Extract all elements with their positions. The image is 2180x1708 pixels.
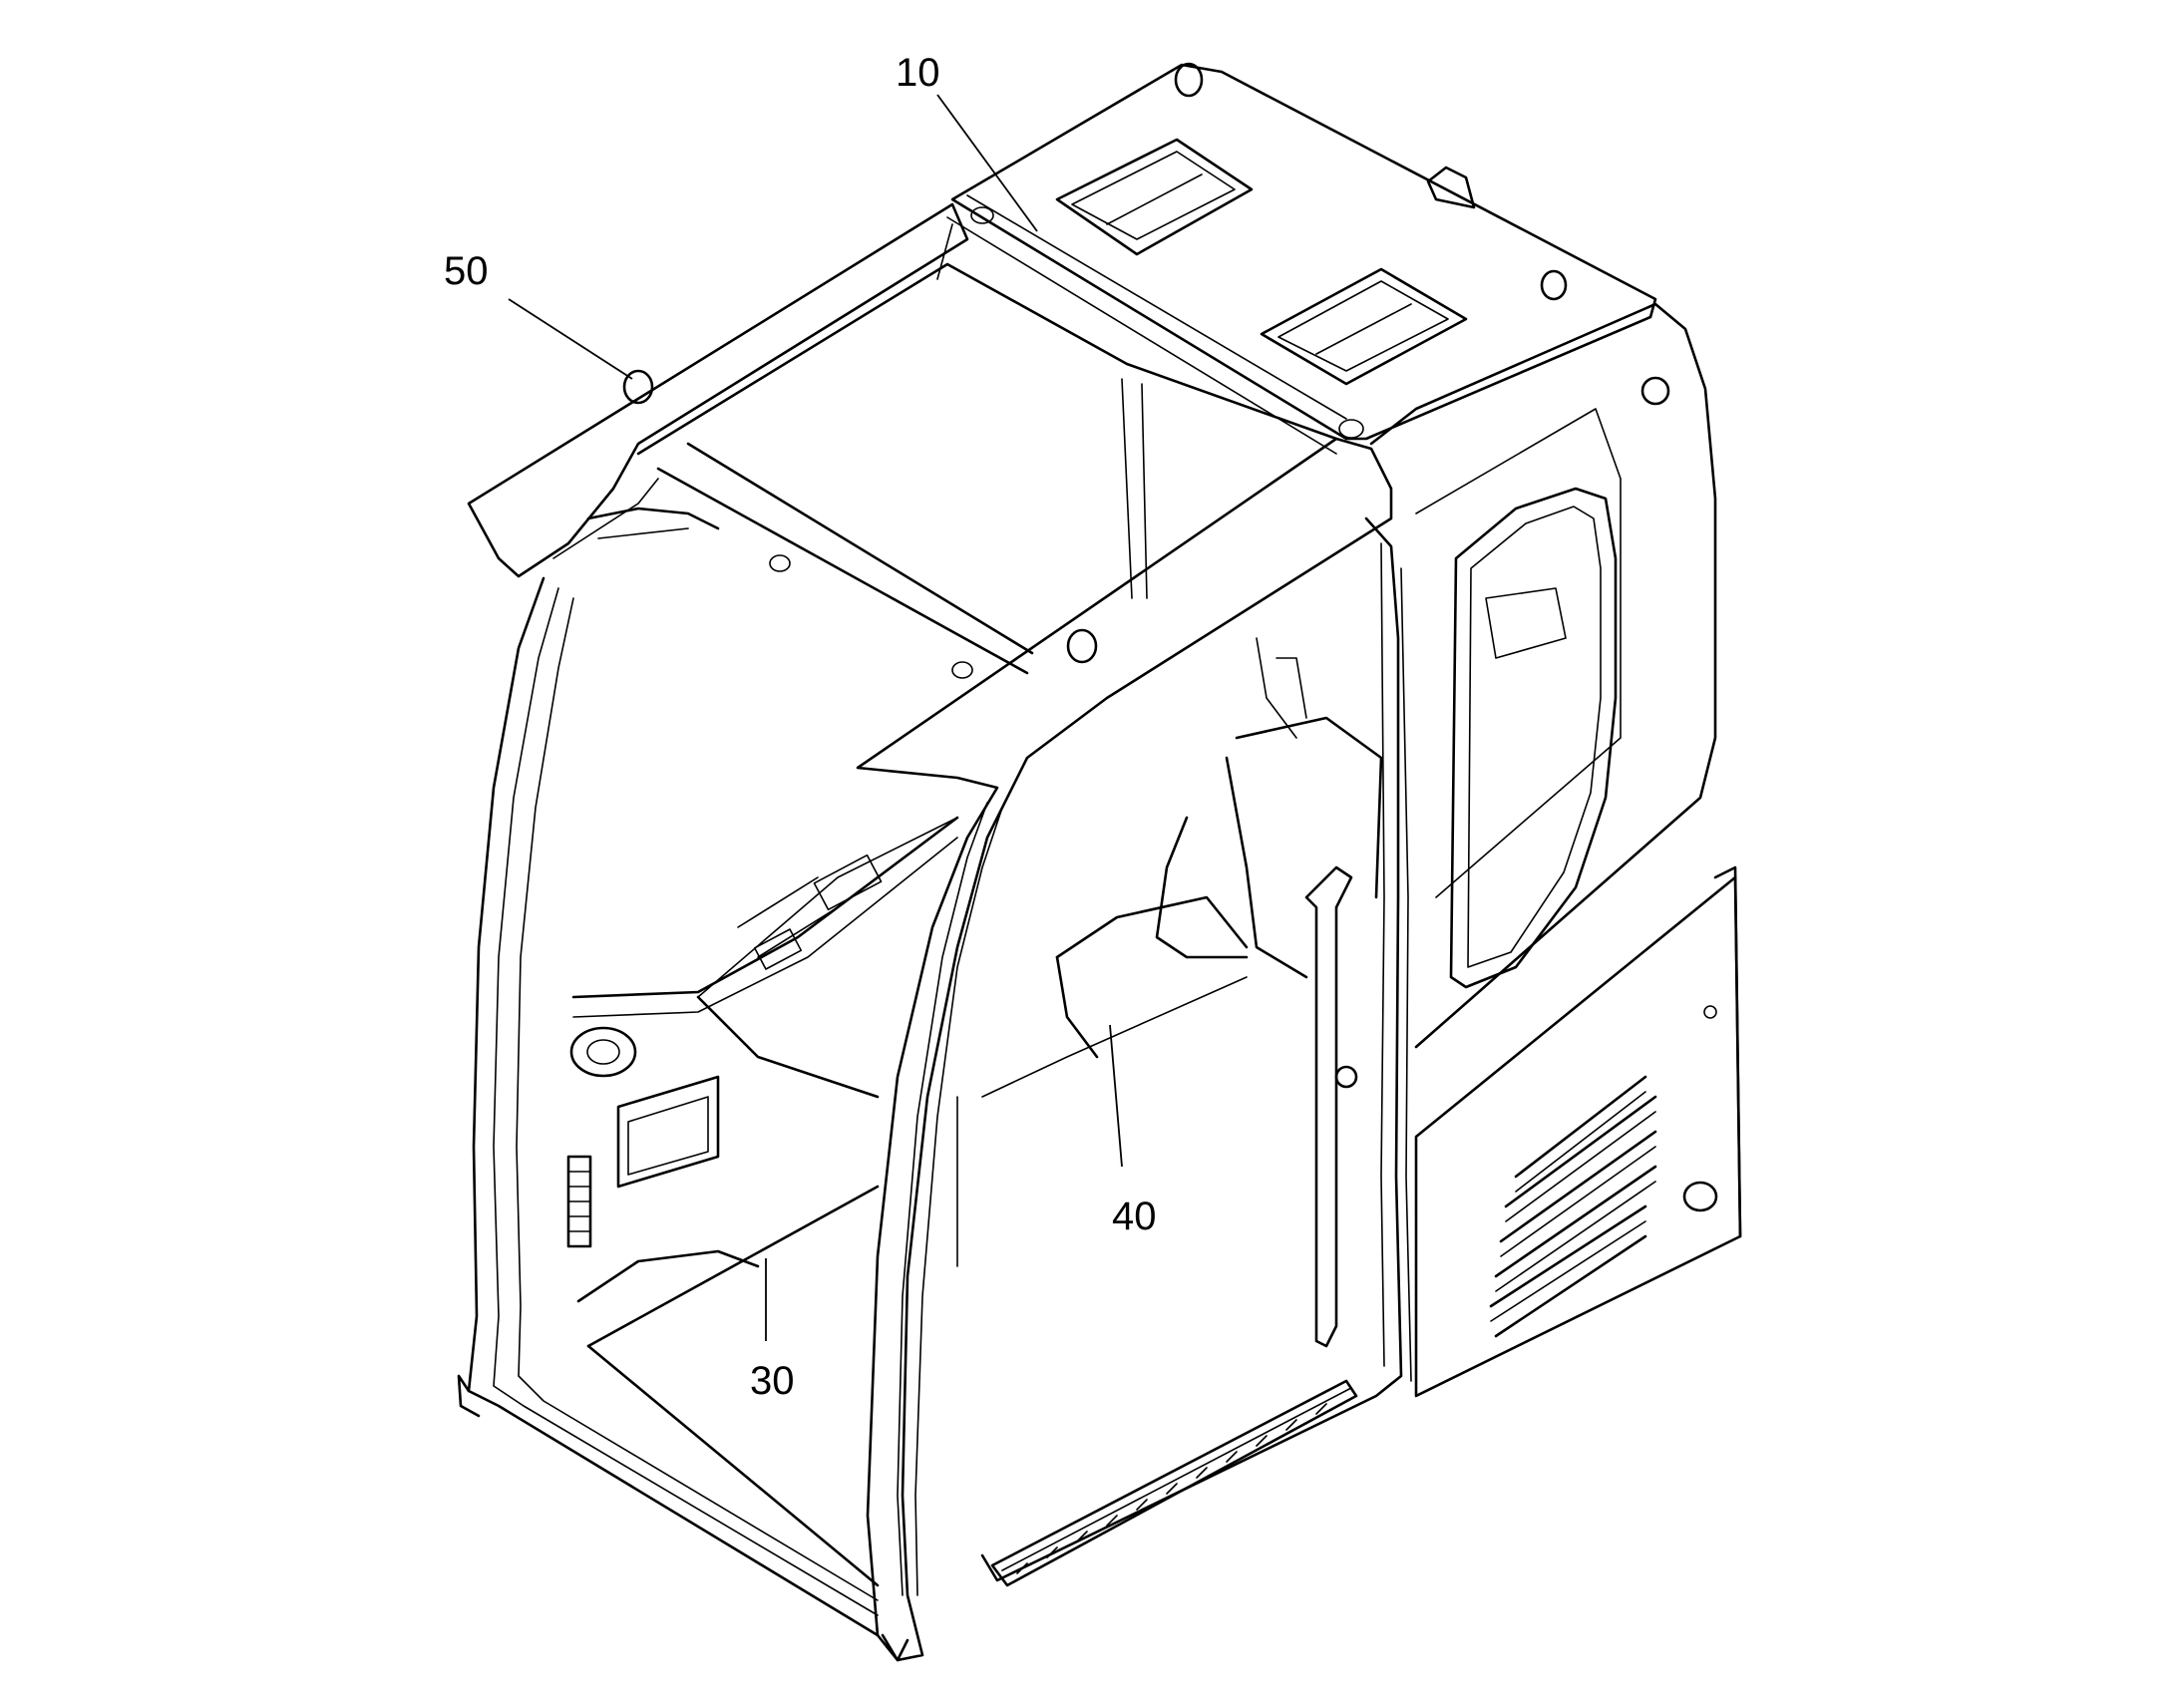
interior-left bbox=[566, 816, 959, 1348]
lifting-eye-right bbox=[1066, 628, 1098, 664]
leader-10 bbox=[936, 94, 1038, 232]
lifting-eye bbox=[622, 369, 654, 405]
left-front-frame bbox=[457, 507, 909, 1662]
reference-label-50: 50 bbox=[444, 249, 489, 293]
right-side-body bbox=[1369, 302, 1742, 1398]
leader-50 bbox=[508, 298, 633, 380]
front-header bbox=[467, 202, 1338, 679]
roof-panel bbox=[946, 62, 1657, 455]
interior-seat bbox=[1055, 637, 1383, 1059]
main-pillar bbox=[856, 437, 1393, 1662]
reference-label-30: 30 bbox=[750, 1359, 795, 1403]
floor bbox=[586, 976, 1248, 1587]
leader-40 bbox=[1109, 1024, 1123, 1168]
door-frame bbox=[980, 516, 1412, 1587]
leader-lines bbox=[508, 94, 1123, 1341]
reference-label-40: 40 bbox=[1112, 1195, 1157, 1238]
reference-label-10: 10 bbox=[896, 51, 940, 95]
